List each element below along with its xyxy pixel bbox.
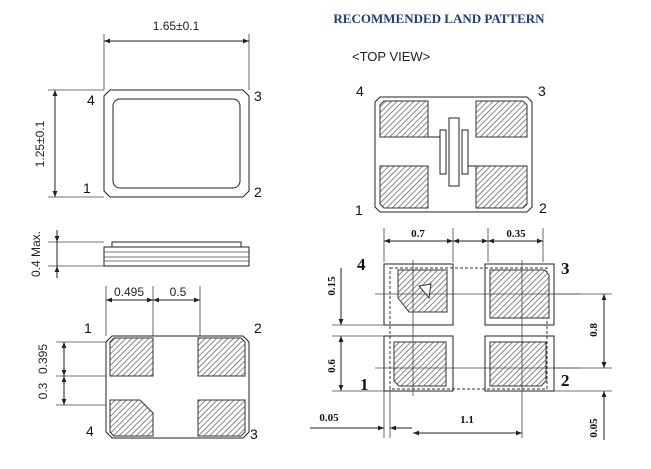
left-side-view: 0.4 Max. bbox=[29, 230, 250, 278]
land-pin-4-label: 4 bbox=[357, 255, 366, 274]
rt-electrode-right bbox=[461, 129, 469, 175]
dim-0-6: 0.6 bbox=[326, 359, 338, 373]
bottom-pad-1 bbox=[109, 337, 154, 377]
rt-pad-4 bbox=[379, 100, 429, 138]
bottom-pad-2 bbox=[197, 337, 246, 377]
rt-pin-4-label: 4 bbox=[356, 83, 364, 99]
land-pin-1-label: 1 bbox=[360, 375, 369, 394]
width-dimension: 1.65±0.1 bbox=[153, 19, 200, 33]
rt-electrode-left bbox=[439, 129, 447, 175]
bottom-pin-4-label: 4 bbox=[86, 423, 94, 439]
term-2 bbox=[489, 341, 547, 387]
height-dimension: 1.25±0.1 bbox=[33, 120, 47, 167]
bottom-pad-3 bbox=[197, 399, 246, 437]
bottom-pin-2-label: 2 bbox=[254, 320, 262, 336]
dim-03: 0.3 bbox=[36, 382, 50, 399]
term-4 bbox=[397, 269, 448, 313]
rt-pin-2-label: 2 bbox=[539, 200, 547, 216]
pin-3-label: 3 bbox=[254, 88, 262, 104]
side-body bbox=[103, 246, 250, 267]
pin-4-label: 4 bbox=[87, 92, 95, 108]
land-2 bbox=[484, 335, 555, 392]
package-outline bbox=[103, 89, 250, 198]
rt-pad-2 bbox=[475, 165, 528, 209]
side-lid bbox=[111, 241, 242, 248]
lid-outline bbox=[112, 98, 241, 189]
dim-0495: 0.495 bbox=[114, 285, 144, 299]
rt-pad-1 bbox=[379, 165, 429, 209]
pin-1-label: 1 bbox=[83, 180, 91, 196]
bottom-pin-3-label: 3 bbox=[250, 426, 258, 442]
land-pin-3-label: 3 bbox=[561, 259, 570, 278]
dim-1-1: 1.1 bbox=[460, 414, 474, 426]
left-bottom-view: 0.495 0.5 0.395 0.3 1 2 4 3 bbox=[36, 285, 262, 442]
rt-body bbox=[374, 96, 533, 213]
component-outline bbox=[389, 267, 548, 390]
top-view-label: <TOP VIEW> bbox=[352, 49, 430, 64]
dim-0-05-left: 0.05 bbox=[319, 412, 339, 424]
land-pattern: 0.7 0.35 0.15 0.6 bbox=[310, 228, 612, 440]
land-pattern-title: RECOMMENDED LAND PATTERN bbox=[333, 11, 545, 26]
rt-crystal bbox=[448, 117, 460, 187]
dim-0395: 0.395 bbox=[36, 344, 50, 374]
pin-2-label: 2 bbox=[254, 184, 262, 200]
dim-0-35: 0.35 bbox=[506, 228, 526, 240]
max-height-dimension: 0.4 Max. bbox=[29, 231, 43, 277]
right-top-view: 4 3 1 2 bbox=[355, 83, 547, 218]
rt-pad-3 bbox=[475, 100, 528, 138]
dim-0-7: 0.7 bbox=[411, 228, 425, 240]
bottom-pad-4 bbox=[109, 399, 154, 437]
bottom-body bbox=[105, 335, 250, 439]
dim-0-05-right: 0.05 bbox=[588, 418, 600, 438]
land-pin-2-label: 2 bbox=[561, 371, 570, 390]
rt-pin-3-label: 3 bbox=[538, 83, 546, 99]
dim-0-15: 0.15 bbox=[326, 276, 338, 296]
dim-0-8: 0.8 bbox=[588, 323, 600, 337]
land-1 bbox=[383, 335, 454, 392]
left-top-view: 1.65±0.1 1.25±0.1 4 3 1 2 bbox=[33, 19, 262, 200]
land-3 bbox=[484, 263, 555, 326]
rt-pin-1-label: 1 bbox=[355, 202, 363, 218]
land-4 bbox=[383, 263, 454, 326]
dim-05: 0.5 bbox=[170, 285, 187, 299]
term-1 bbox=[393, 341, 447, 387]
bottom-pin-1-label: 1 bbox=[84, 320, 92, 336]
